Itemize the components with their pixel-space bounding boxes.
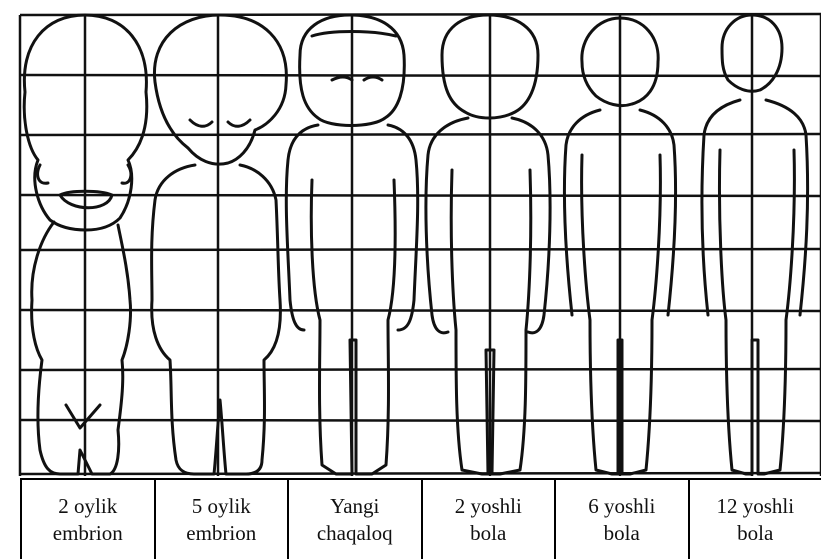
grid-row-line: [20, 310, 821, 311]
grid-lines: [20, 14, 821, 476]
age-label-line-2: embrion: [53, 520, 123, 547]
grid-row-line: [20, 134, 821, 135]
age-label-line-2: bola: [470, 520, 506, 547]
grid-row-line: [20, 369, 821, 370]
age-label-line-2: bola: [604, 520, 640, 547]
figure-12-year-old: [702, 15, 808, 474]
age-label-line-2: chaqaloq: [317, 520, 393, 547]
age-label-line-1: 5 oylik: [192, 493, 251, 520]
age-label-line-1: 12 yoshli: [716, 493, 794, 520]
age-label-line-1: 2 oylik: [58, 493, 117, 520]
age-label-line-2: bola: [737, 520, 773, 547]
proportion-diagram: [0, 0, 821, 478]
grid-row-line: [20, 249, 821, 250]
grid-row-line: [20, 14, 821, 15]
grid-row-line: [20, 420, 821, 421]
age-label-line-1: 6 yoshli: [588, 493, 655, 520]
figure-2-year-old: [426, 15, 550, 474]
grid-row-line: [20, 75, 821, 76]
age-label-line-2: embrion: [186, 520, 256, 547]
grid-row-line: [20, 473, 821, 474]
age-label-line-1: 2 yoshli: [455, 493, 522, 520]
age-label-line-1: Yangi: [330, 493, 379, 520]
